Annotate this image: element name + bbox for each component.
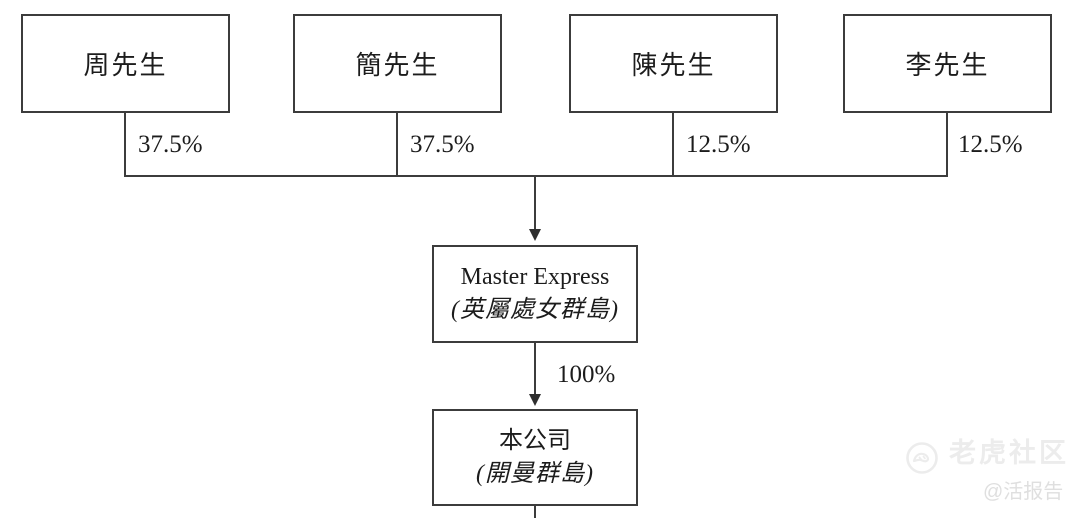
shareholder-box-chen: 陳先生 <box>569 14 778 113</box>
intermediate-company-box: Master Express (英屬處女群島) <box>432 245 638 343</box>
company-name: Master Express <box>460 264 610 290</box>
watermark-brand: 老虎社区 <box>949 438 1069 468</box>
ownership-percent-label: 37.5% <box>138 131 203 158</box>
shareholder-name: 李先生 <box>905 51 990 80</box>
connector-line <box>672 113 674 177</box>
tiger-logo-icon <box>906 442 938 474</box>
company-jurisdiction: (開曼群島) <box>476 460 594 487</box>
listed-company-box: 本公司 (開曼群島) <box>432 409 638 506</box>
ownership-percent-label: 37.5% <box>410 131 475 158</box>
company-name: 本公司 <box>499 427 571 454</box>
shareholder-name: 陳先生 <box>631 51 716 80</box>
connector-line <box>534 177 536 230</box>
connector-line <box>534 506 536 518</box>
shareholder-box-li: 李先生 <box>843 14 1052 113</box>
company-jurisdiction: (英屬處女群島) <box>451 297 619 323</box>
down-arrow-icon <box>529 229 541 241</box>
shareholder-name: 簡先生 <box>355 51 440 80</box>
connector-line <box>534 343 536 395</box>
connector-line <box>946 113 948 177</box>
shareholder-box-jian: 簡先生 <box>293 14 502 113</box>
shareholder-name: 周先生 <box>83 51 168 80</box>
collector-bar <box>124 175 948 177</box>
ownership-percent-label: 12.5% <box>958 131 1023 158</box>
shareholder-box-zhou: 周先生 <box>21 14 230 113</box>
watermark-handle: @活报告 <box>983 481 1064 503</box>
ownership-percent-label: 12.5% <box>686 131 751 158</box>
connector-line <box>396 113 398 177</box>
ownership-percent-label: 100% <box>557 361 616 388</box>
connector-line <box>124 113 126 177</box>
down-arrow-icon <box>529 394 541 406</box>
